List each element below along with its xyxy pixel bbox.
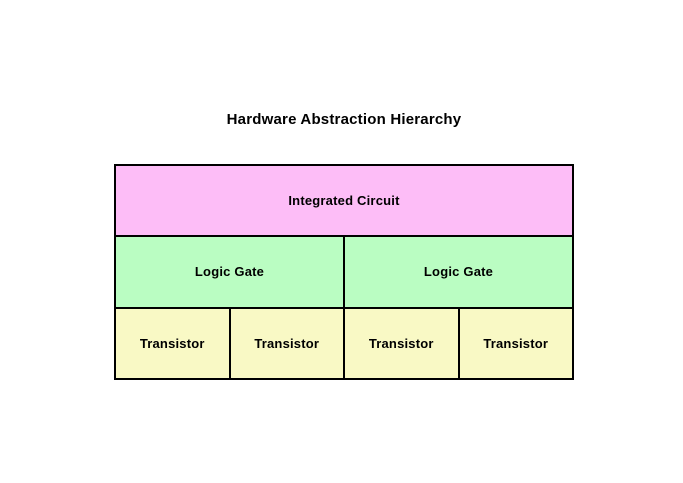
- layer-row-integrated-circuit: Integrated Circuit: [116, 166, 572, 236]
- transistor-cell: Transistor: [116, 308, 229, 378]
- transistor-cell: Transistor: [343, 308, 458, 378]
- logic-gate-cell: Logic Gate: [116, 237, 343, 307]
- diagram-title: Hardware Abstraction Hierarchy: [226, 111, 462, 128]
- integrated-circuit-cell: Integrated Circuit: [116, 166, 572, 236]
- transistor-cell: Transistor: [457, 308, 572, 378]
- transistor-cell: Transistor: [228, 308, 343, 378]
- logic-gate-cell: Logic Gate: [343, 237, 572, 307]
